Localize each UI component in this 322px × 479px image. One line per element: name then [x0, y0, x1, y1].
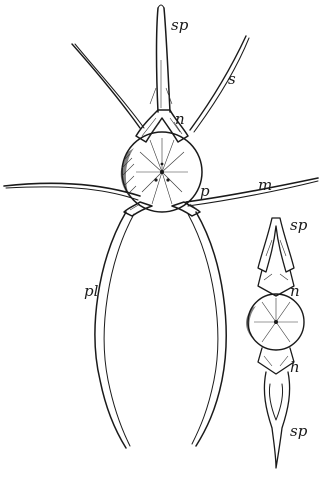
small-neural-arch — [258, 270, 294, 296]
label-sp-small-bottom: sp — [290, 422, 308, 440]
lateral-spine-left — [4, 183, 140, 196]
large-vertebra — [4, 5, 318, 448]
label-p: p — [200, 182, 210, 200]
pleural-rib-right — [196, 212, 226, 446]
small-haemal-spine — [264, 372, 289, 468]
small-haemal-arch — [258, 348, 294, 374]
label-sp-top: sp — [171, 16, 189, 34]
label-n-small: n — [290, 282, 300, 300]
small-dorsal-spine — [258, 218, 294, 272]
label-n: n — [175, 110, 185, 128]
upper-spine-right — [190, 36, 246, 130]
upper-spine-left — [72, 44, 140, 128]
label-sp-small-top: sp — [290, 216, 308, 234]
haemal-process — [124, 202, 200, 216]
pleural-rib-left — [95, 212, 126, 448]
label-pl: pl — [84, 282, 99, 300]
label-h: h — [290, 358, 300, 376]
dorsal-spine — [157, 8, 171, 112]
label-s: s — [228, 70, 236, 88]
label-m: m — [258, 176, 272, 194]
